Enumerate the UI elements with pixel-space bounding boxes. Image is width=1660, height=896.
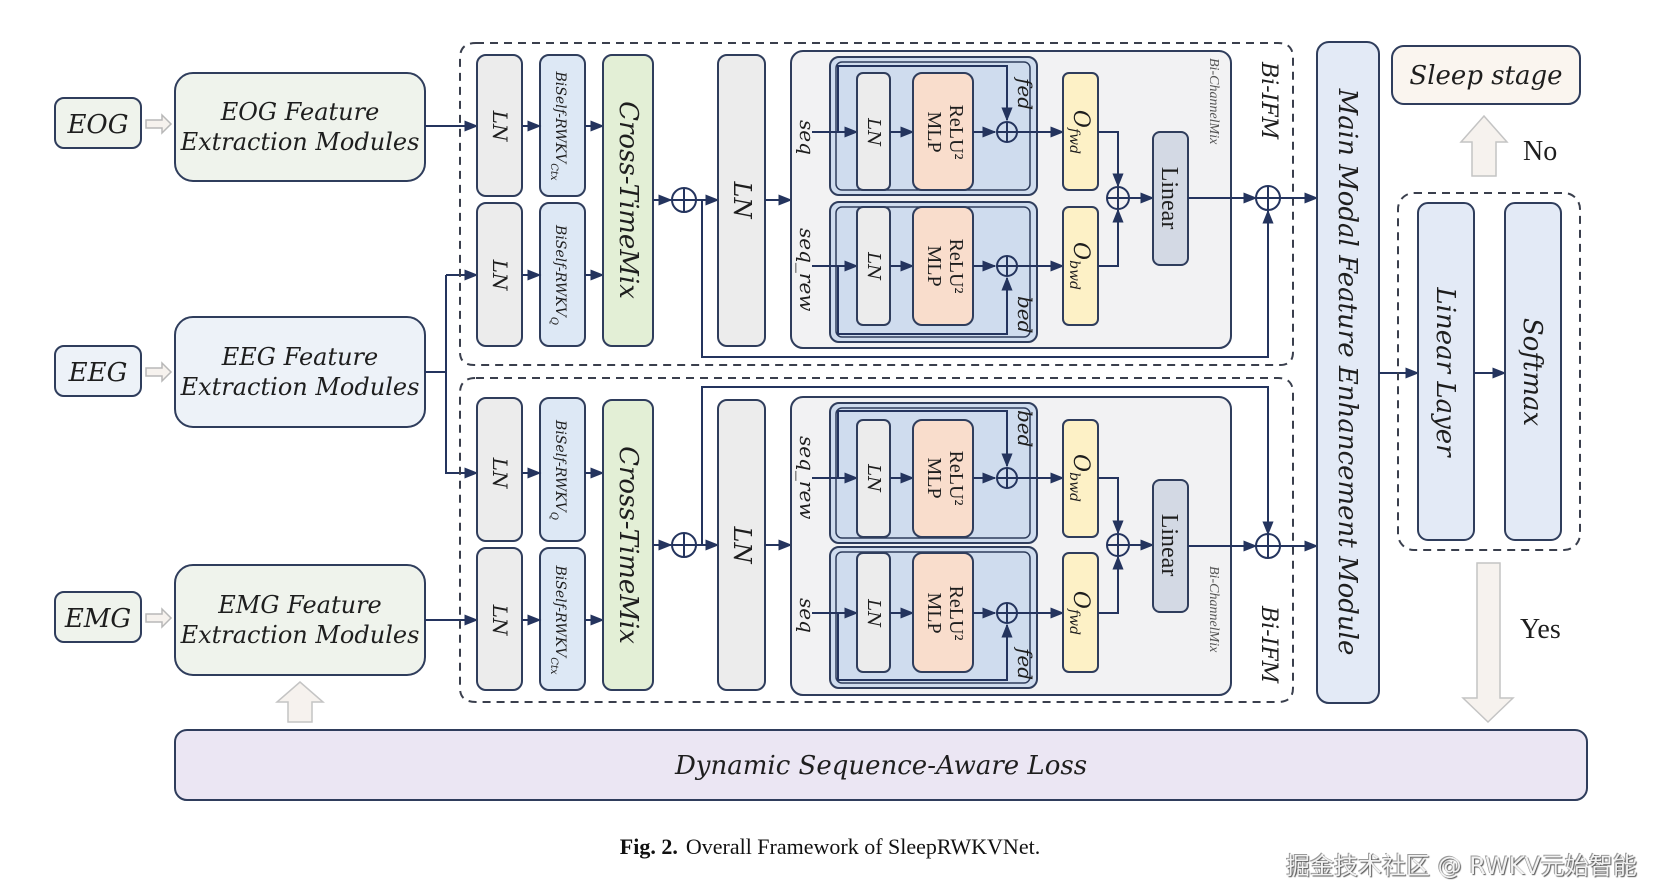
hollow-arrow-icon xyxy=(145,113,173,135)
ln-label: LN xyxy=(863,598,884,628)
ln-big-label: LN xyxy=(728,181,756,220)
up-arrow-icon xyxy=(1459,114,1509,177)
hollow-arrow-icon xyxy=(145,607,173,629)
loss-label: Dynamic Sequence-Aware Loss xyxy=(674,751,1087,781)
relu-label: ReLU² xyxy=(945,586,967,641)
softmax-block xyxy=(1504,202,1562,541)
classifier-group: Linear Layer Softmax xyxy=(1397,192,1581,551)
add-icon xyxy=(996,121,1018,143)
cross-time-mix-label: Cross-TimeMix xyxy=(613,446,643,644)
o-bwd-label: Obwd xyxy=(1066,454,1093,502)
bi-ifm-bottom: Bi-IFM LN LN BiSelf-RWKVQ BiSelf-RWKVCtx… xyxy=(459,377,1319,703)
ln-label: LN xyxy=(863,463,884,493)
add-icon xyxy=(1255,533,1281,559)
cross-time-mix-label: Cross-TimeMix xyxy=(613,101,643,299)
dynamic-sequence-aware-loss: Dynamic Sequence-Aware Loss xyxy=(174,729,1588,801)
relu-label: ReLU² xyxy=(945,451,967,506)
emg-extractor-line2: Extraction Modules xyxy=(180,621,420,649)
add-icon xyxy=(996,255,1018,277)
input-eog: EOG xyxy=(54,97,142,149)
input-eeg: EEG xyxy=(54,345,142,397)
biself-rwkv-ctx-label: BiSelf-RWKVCtx xyxy=(548,564,568,674)
figure-caption: Fig. 2. Overall Framework of SleepRWKVNet… xyxy=(0,834,1660,860)
input-eog-label: EOG xyxy=(66,110,128,140)
linear-layer-label: Linear Layer xyxy=(1430,286,1460,458)
o-fwd-label: Ofwd xyxy=(1066,591,1093,635)
input-emg: EMG xyxy=(54,591,142,643)
fed-label: fed xyxy=(1013,76,1037,110)
no-label: No xyxy=(1523,136,1557,167)
emg-extractor-line1: EMG Feature xyxy=(217,591,382,619)
sleep-stage-output: Sleep stage xyxy=(1391,45,1581,105)
biself-rwkv-ctx-label: BiSelf-RWKVCtx xyxy=(548,70,568,180)
mlp-label: MLP xyxy=(923,457,945,498)
ln-label: LN xyxy=(488,457,512,490)
biself-rwkv-q-label: BiSelf-RWKVQ xyxy=(548,224,568,325)
ln-block xyxy=(476,397,523,542)
seq-label: seq xyxy=(795,598,819,633)
up-arrow-icon xyxy=(274,681,326,723)
mlp-label: MLP xyxy=(923,111,945,152)
eog-extractor-line1: EOG Feature xyxy=(220,98,380,126)
main-modal-label: Main Modal Feature Enhancement Module xyxy=(1332,88,1362,656)
ln-label: LN xyxy=(488,259,512,292)
add-icon xyxy=(996,467,1018,489)
down-arrow-icon xyxy=(1461,562,1515,724)
ln-label: LN xyxy=(863,117,884,147)
sleep-stage-label: Sleep stage xyxy=(1409,61,1562,91)
caption-text: Overall Framework of SleepRWKVNet. xyxy=(685,834,1041,859)
bi-ifm-top-label: Bi-IFM xyxy=(1256,61,1281,140)
watermark: 掘金技术社区 @ RWKV元始智能 xyxy=(1286,852,1637,880)
relu-label: ReLU² xyxy=(945,105,967,160)
linear-layer-block xyxy=(1417,202,1475,541)
extractor-connections xyxy=(425,120,479,626)
seq-label: seq xyxy=(795,120,819,155)
add-icon xyxy=(1106,186,1130,210)
caption-label: Fig. 2. xyxy=(619,834,678,859)
add-icon xyxy=(671,187,697,213)
eeg-extractor-line1: EEG Feature xyxy=(221,343,378,371)
eeg-extractor-line2: Extraction Modules xyxy=(180,373,420,401)
bi-channel-mix-label: Bi-ChannelMix xyxy=(1206,58,1221,145)
softmax-label: Softmax xyxy=(1517,318,1547,427)
ln-label: LN xyxy=(488,110,512,143)
bi-channel-mix-label: Bi-ChannelMix xyxy=(1206,566,1221,653)
ln-label: LN xyxy=(488,604,512,637)
emg-feature-extractor: EMG Feature Extraction Modules xyxy=(174,564,426,676)
add-icon xyxy=(1255,185,1281,211)
add-icon xyxy=(996,602,1018,624)
relu-label: ReLU² xyxy=(945,239,967,294)
linear-label: Linear xyxy=(1156,514,1182,577)
fed-label: fed xyxy=(1013,646,1037,680)
hollow-arrow-icon xyxy=(145,361,173,383)
bi-ifm-top: Bi-IFM LN LN BiSelf-RWKVCtx BiSelf-RWKVQ… xyxy=(459,42,1319,366)
mlp-label: MLP xyxy=(923,592,945,633)
bi-ifm-bottom-label: Bi-IFM xyxy=(1256,605,1281,684)
biself-rwkv-q-label: BiSelf-RWKVQ xyxy=(548,419,568,520)
bed-label: bed xyxy=(1013,410,1037,447)
main-modal-feature-enhancement-module: Main Modal Feature Enhancement Module xyxy=(1316,41,1380,704)
o-fwd-label: Ofwd xyxy=(1066,110,1093,154)
linear-label: Linear xyxy=(1156,167,1182,230)
ln-label: LN xyxy=(863,251,884,281)
bed-label: bed xyxy=(1013,296,1037,333)
o-bwd-label: Obwd xyxy=(1066,242,1093,290)
input-eeg-label: EEG xyxy=(68,358,128,388)
add-icon xyxy=(1106,533,1130,557)
ln-big-label: LN xyxy=(728,526,756,565)
seq-rew-label: seq_rew xyxy=(795,228,819,311)
mlp-label: MLP xyxy=(923,245,945,286)
eog-feature-extractor: EOG Feature Extraction Modules xyxy=(174,72,426,182)
yes-label: Yes xyxy=(1520,614,1561,645)
add-icon xyxy=(671,532,697,558)
eog-extractor-line2: Extraction Modules xyxy=(180,128,420,156)
input-emg-label: EMG xyxy=(64,604,131,634)
eeg-feature-extractor: EEG Feature Extraction Modules xyxy=(174,316,426,428)
